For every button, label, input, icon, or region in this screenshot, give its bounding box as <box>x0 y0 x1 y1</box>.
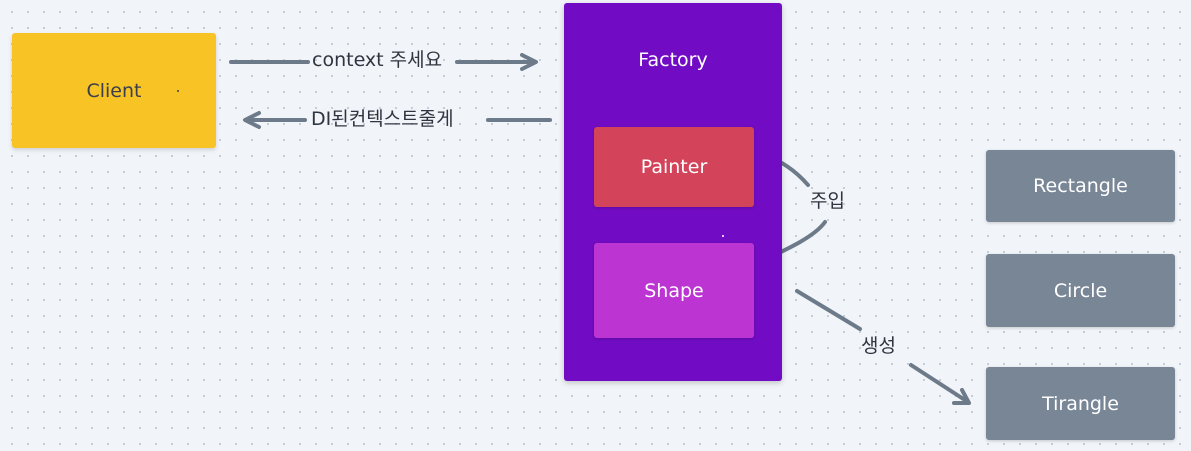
circle-node[interactable]: Circle <box>986 254 1175 327</box>
rectangle-node[interactable]: Rectangle <box>986 150 1175 222</box>
arrow-create-lower <box>909 363 970 404</box>
client-label: Client <box>86 79 142 102</box>
tirangle-label: Tirangle <box>1042 392 1119 415</box>
edge-label-di-response: DI된컨텍스트줄게 <box>311 108 454 130</box>
canvas-dot <box>722 235 724 237</box>
shape-label: Shape <box>644 279 704 302</box>
client-node[interactable]: Client <box>12 33 216 148</box>
arrow-create <box>795 289 862 331</box>
edge-label-context-request: context 주세요 <box>312 49 443 71</box>
edge-label-create: 생성 <box>861 335 896 357</box>
circle-label: Circle <box>1053 279 1108 302</box>
factory-label: Factory <box>638 49 708 71</box>
canvas-dot <box>177 90 179 92</box>
tirangle-node[interactable]: Tirangle <box>986 367 1175 440</box>
painter-node[interactable]: Painter <box>594 127 754 207</box>
arrow-create-head <box>952 388 971 405</box>
arrow-context-request-head <box>520 53 538 71</box>
painter-label: Painter <box>640 156 708 178</box>
rectangle-label: Rectangle <box>1033 175 1128 197</box>
shape-node[interactable]: Shape <box>594 243 754 338</box>
arrow-di-response-head <box>243 111 261 129</box>
edge-label-inject: 주입 <box>810 190 845 212</box>
